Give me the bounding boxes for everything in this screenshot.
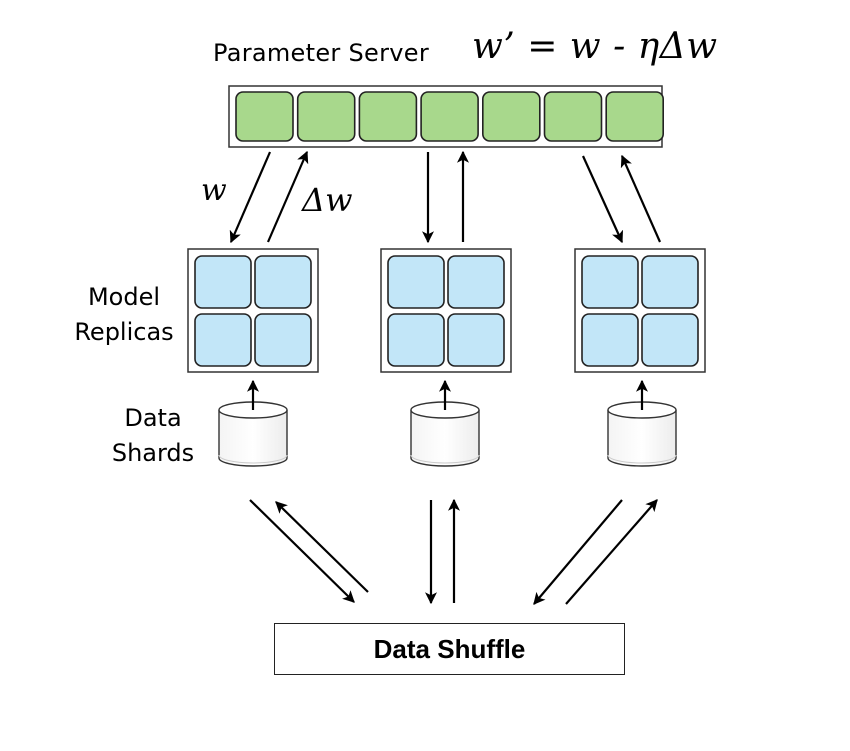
update-rule-formula: w’ = w - ηΔw	[472, 26, 718, 67]
data-shuffle-label: Data Shuffle	[373, 633, 526, 664]
data-shard	[410, 379, 480, 467]
model-replicas	[187, 248, 706, 373]
model-replica-cell	[447, 313, 505, 367]
model-replica-cell	[254, 313, 312, 367]
shard1-to-shuffle-arrow	[249, 499, 355, 603]
cylinder-shadow	[218, 454, 288, 464]
data-shards-label-line1: Data	[124, 404, 182, 432]
weights-arrow-label: w	[201, 173, 227, 208]
model-replica-cell	[194, 313, 252, 367]
model-replica	[380, 248, 512, 373]
parameter-server-label: Parameter Server	[213, 39, 429, 67]
dw-up-arrow-1	[266, 150, 309, 243]
model-replica	[574, 248, 706, 373]
parameter-cell	[296, 91, 356, 142]
model-replica	[187, 248, 319, 373]
shard3-to-shuffle-arrow	[533, 499, 623, 605]
dw-up-arrow-3	[620, 154, 662, 243]
model-replica-cell	[194, 255, 252, 309]
cylinder-body	[218, 410, 288, 467]
parameter-cell	[420, 91, 479, 142]
server-replica-arrows	[229, 150, 662, 244]
data-shards	[218, 379, 677, 467]
model-replicas-label-line2: Replicas	[74, 318, 174, 346]
model-replica-cell	[447, 255, 505, 309]
parameter-server-cells	[235, 91, 665, 142]
shuffle-to-shard3-arrow	[565, 499, 658, 605]
model-replica-cell	[581, 255, 639, 309]
parameter-cell	[605, 91, 665, 142]
model-replica-cell	[581, 313, 639, 367]
data-shard	[607, 379, 677, 467]
data-shuffle-box: Data Shuffle	[274, 623, 625, 675]
w-down-arrow-1	[229, 151, 272, 244]
cylinder-body	[607, 410, 677, 467]
parameter-cell	[543, 91, 603, 142]
parameter-cell	[235, 91, 294, 142]
parameter-cell	[358, 91, 418, 142]
data-shards-label-line2: Shards	[111, 439, 195, 467]
model-replica-cell	[641, 255, 699, 309]
parameter-cell	[481, 91, 541, 142]
data-shard	[218, 379, 288, 467]
parameter-server	[228, 85, 665, 148]
w-down-arrow-3	[581, 155, 624, 244]
gradient-arrow-label: Δw	[302, 181, 353, 219]
model-replica-cell	[641, 313, 699, 367]
shuffle-to-shard1-arrow	[275, 501, 369, 593]
cylinder-shadow	[410, 454, 480, 464]
model-replicas-label-line1: Model	[87, 283, 161, 311]
cylinder-body	[410, 410, 480, 467]
data-shards-label: Data Shards	[98, 401, 208, 471]
cylinder-shadow	[607, 454, 677, 464]
model-replica-cell	[387, 313, 445, 367]
shuffle-arrows	[249, 498, 658, 605]
model-replicas-label: Model Replicas	[68, 280, 180, 350]
model-replica-cell	[387, 255, 445, 309]
model-replica-cell	[254, 255, 312, 309]
